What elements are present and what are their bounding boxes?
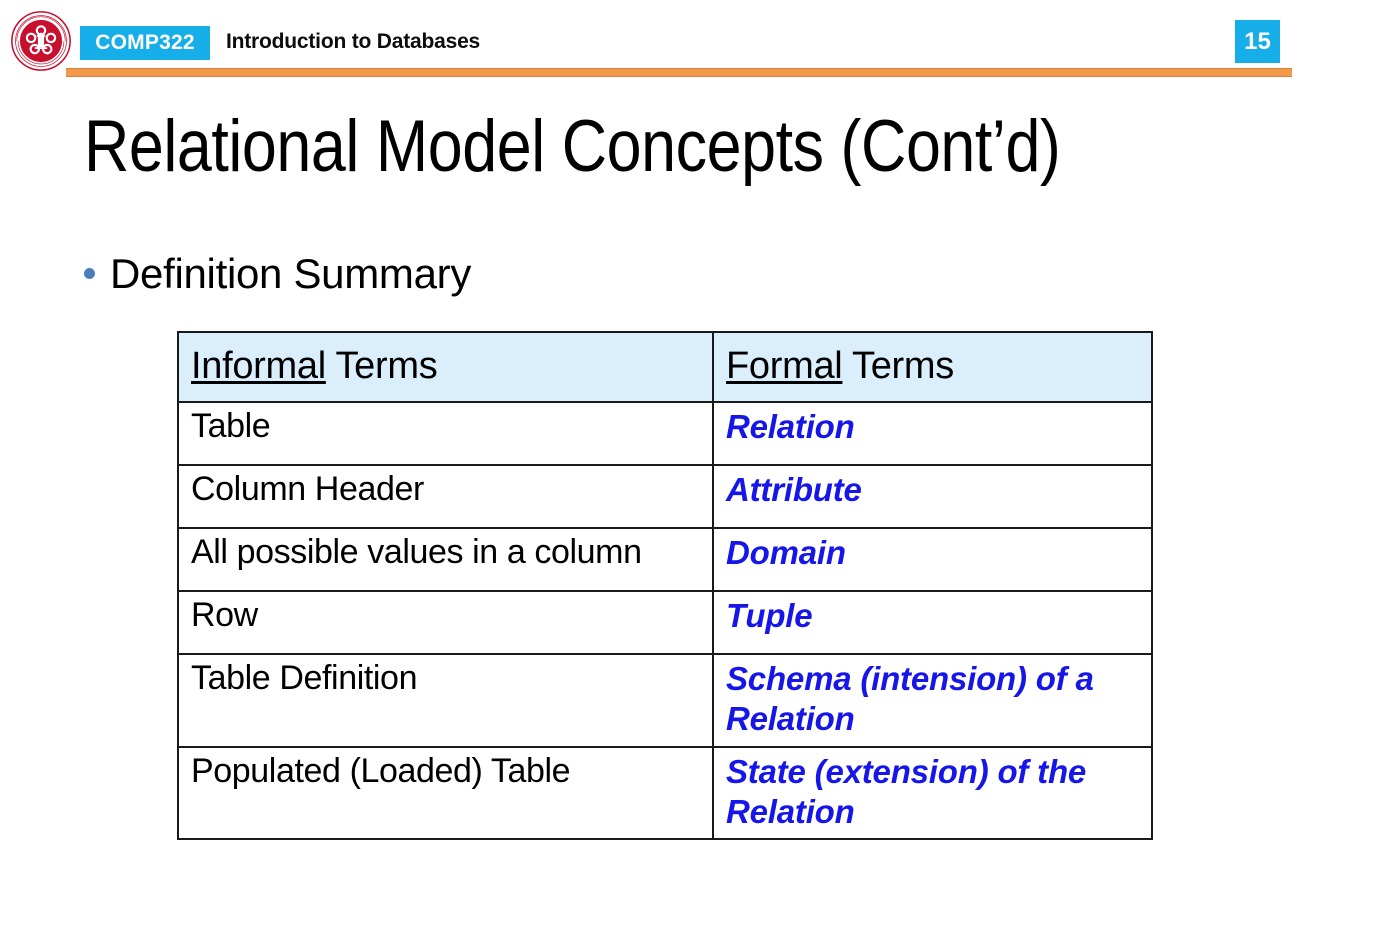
- cell-informal: Column Header: [177, 464, 714, 529]
- definition-summary-table: Informal Terms Formal Terms Table Relati…: [177, 331, 1153, 840]
- bullet-item-definition-summary: Definition Summary: [84, 250, 472, 297]
- cell-formal: Schema (intension) of a Relation: [712, 653, 1153, 748]
- formal-term-text: Attribute: [726, 471, 862, 508]
- course-title: Introduction to Databases: [226, 30, 481, 53]
- page-number-badge: 15: [1235, 20, 1280, 63]
- course-code-badge: COMP322: [80, 26, 210, 60]
- cell-formal: Attribute: [712, 464, 1153, 529]
- informal-term-text: Row: [191, 596, 258, 634]
- cell-informal: Populated (Loaded) Table: [177, 745, 714, 840]
- table-row: All possible values in a column Domain: [177, 527, 1153, 592]
- informal-term-text: Populated (Loaded) Table: [191, 751, 571, 790]
- cell-informal: Table Definition: [177, 653, 714, 748]
- cell-informal: Row: [177, 590, 714, 655]
- page-title: Relational Model Concepts (Cont’d): [84, 106, 1061, 187]
- informal-term-text: All possible values in a column: [191, 533, 642, 571]
- table-row: Table Definition Schema (intension) of a…: [177, 653, 1153, 748]
- table-row: Table Relation: [177, 401, 1153, 466]
- informal-term-text: Table Definition: [191, 659, 418, 697]
- slide-header: COMP322 Introduction to Databases 15: [0, 0, 1394, 78]
- bullet-label: Definition Summary: [110, 250, 472, 297]
- cell-informal: Table: [177, 401, 714, 466]
- formal-underlined: Formal: [726, 344, 843, 387]
- table-row: Populated (Loaded) Table State (extensio…: [177, 745, 1153, 840]
- formal-term-text: Schema (intension) of a Relation: [726, 660, 1094, 738]
- table-header-row: Informal Terms Formal Terms: [177, 331, 1153, 403]
- informal-underlined: Informal: [191, 344, 326, 387]
- column-header-formal-terms: Formal Terms: [712, 331, 1153, 403]
- informal-term-text: Column Header: [191, 470, 424, 508]
- table-row: Row Tuple: [177, 590, 1153, 655]
- cell-formal: Tuple: [712, 590, 1153, 655]
- column-header-informal-terms: Informal Terms: [177, 331, 714, 403]
- formal-term-text: Tuple: [726, 597, 813, 634]
- formal-rest: Terms: [842, 344, 954, 387]
- informal-term-text: Table: [191, 407, 271, 445]
- formal-term-text: State (extension) of the Relation: [726, 752, 1087, 830]
- table-row: Column Header Attribute: [177, 464, 1153, 529]
- cell-formal: State (extension) of the Relation: [712, 745, 1153, 840]
- header-divider: [66, 68, 1292, 77]
- formal-term-text: Relation: [726, 408, 855, 445]
- formal-term-text: Domain: [726, 534, 846, 571]
- cell-formal: Domain: [712, 527, 1153, 592]
- cell-informal: All possible values in a column: [177, 527, 714, 592]
- cell-formal: Relation: [712, 401, 1153, 466]
- informal-rest: Terms: [325, 344, 438, 387]
- bullet-dot-icon: [84, 268, 95, 279]
- university-seal-icon: [11, 11, 71, 71]
